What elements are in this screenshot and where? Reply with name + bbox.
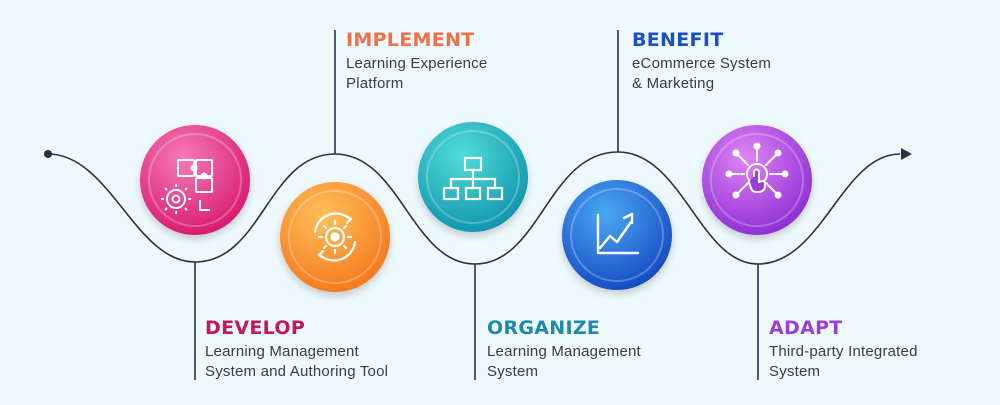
- growth-chart-icon: [596, 212, 640, 255]
- step-adapt-title: ADAPT: [769, 317, 843, 339]
- step-benefit-line-1: eCommerce System: [632, 55, 772, 72]
- step-benefit-line-2: & Marketing: [632, 75, 715, 92]
- step-develop-title: DEVELOP: [205, 317, 306, 339]
- step-adapt-description: Third-party Integrated System: [769, 342, 1000, 382]
- hierarchy-icon: [442, 156, 504, 201]
- step-develop-line-2: System and Authoring Tool: [205, 363, 389, 380]
- gear-cycle-icon: [313, 212, 357, 262]
- step-organize: ORGANIZE Learning Management System: [487, 316, 727, 382]
- step-implement-title: IMPLEMENT: [346, 29, 475, 51]
- step-organize-title: ORGANIZE: [487, 317, 601, 339]
- step-develop-description: Learning Management System and Authoring…: [205, 342, 445, 382]
- step-implement-description: Learning Experience Platform: [346, 54, 586, 94]
- step-benefit-description: eCommerce System & Marketing: [632, 54, 872, 94]
- step-adapt: ADAPT Third-party Integrated System: [769, 316, 1000, 382]
- step-develop-line-1: Learning Management: [205, 343, 359, 360]
- puzzle-gear-icon: [161, 159, 213, 214]
- step-organize-description: Learning Management System: [487, 342, 727, 382]
- timeline-end-arrow: [901, 148, 912, 160]
- step-adapt-line-2: System: [769, 363, 821, 380]
- step-develop: DEVELOP Learning Management System and A…: [205, 316, 445, 382]
- integration-hand-icon: [725, 142, 789, 199]
- step-organize-line-2: System: [487, 363, 539, 380]
- step-implement-line-1: Learning Experience: [346, 55, 488, 72]
- step-implement-line-2: Platform: [346, 75, 404, 92]
- step-implement: IMPLEMENT Learning Experience Platform: [346, 28, 586, 94]
- step-benefit: BENEFIT eCommerce System & Marketing: [632, 28, 872, 94]
- timeline-start-dot: [44, 150, 52, 158]
- step-organize-line-1: Learning Management: [487, 343, 641, 360]
- step-benefit-title: BENEFIT: [632, 29, 724, 51]
- benefit-node: [562, 180, 672, 290]
- step-adapt-line-1: Third-party Integrated: [769, 343, 918, 360]
